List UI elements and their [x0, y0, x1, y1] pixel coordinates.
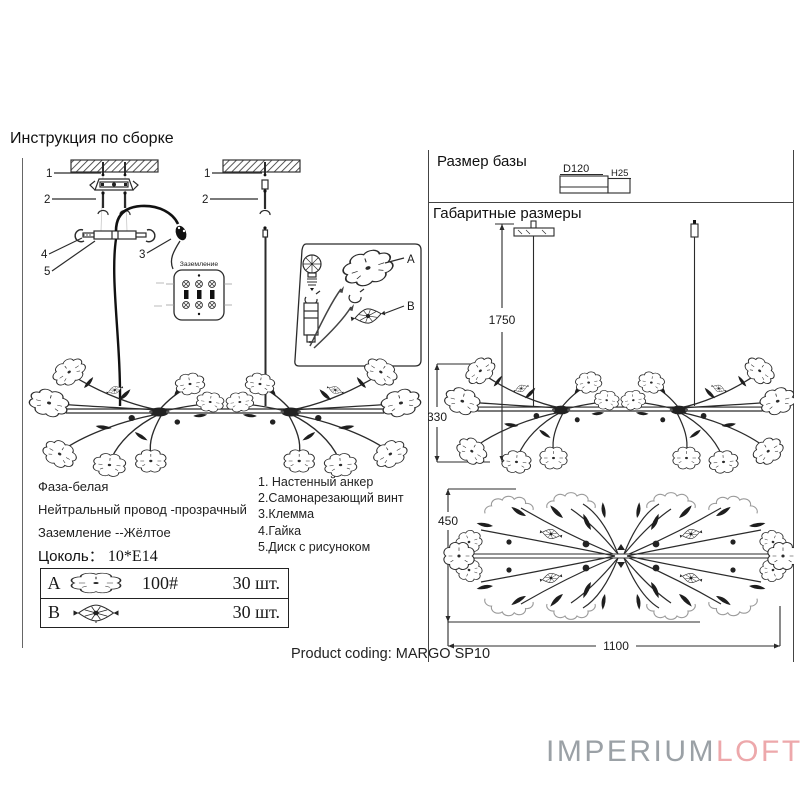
base-height-label: H25	[611, 168, 628, 179]
row-b-letter: B	[47, 602, 60, 623]
parts-item-5: 5.Диск с рисуноком	[258, 539, 371, 554]
brand-logo: IMPERIUMLOFT	[546, 735, 800, 769]
base-size-diagram: D120 H25	[559, 163, 631, 194]
terminal-block: Заземление	[154, 261, 232, 321]
table-row-a: A 100# 30 шт.	[41, 569, 288, 598]
mounting-bracket	[89, 178, 139, 191]
v2-callout-2-label: 2	[202, 194, 208, 206]
dimension-1100: 1100	[447, 606, 781, 653]
fixture-height-label: 330	[428, 410, 447, 424]
top-view-length-label: 1100	[603, 639, 629, 653]
callout-3-label: 3	[139, 249, 145, 261]
ground-label: Заземление	[180, 261, 219, 268]
left-panel-border	[22, 158, 23, 648]
components-table: A 100# 30 шт. B 30 шт.	[40, 568, 289, 628]
chandelier-side-view	[27, 354, 423, 478]
v2-callout-1-label: 1	[204, 168, 210, 180]
parts-item-2: 2.Самонарезающий винт	[258, 491, 404, 506]
parts-item-4: 4.Гайка	[258, 523, 302, 538]
crystal-ornament-icon	[67, 603, 125, 623]
socket-value: 10*E14	[107, 548, 158, 565]
table-row-b: B 30 шт.	[41, 597, 288, 628]
bulb-icon	[302, 254, 322, 291]
chandelier-top-view	[444, 493, 794, 620]
chandelier-side-view-dimensioned	[442, 353, 794, 474]
assembly-instructions-title: Инструкция по сборке	[10, 130, 174, 147]
base-size-title: Размер базы	[437, 153, 527, 170]
callout-4-label: 4	[41, 249, 48, 261]
hanging-height-label: 1750	[489, 313, 516, 327]
socket-label: Цоколь：	[38, 548, 104, 565]
supply-wire	[114, 204, 187, 270]
wiring-ground: Заземление --Жёлтое	[38, 525, 171, 540]
ceiling-hatch-1	[70, 159, 159, 173]
inset-label-b: B	[407, 301, 415, 313]
callout-5-label: 5	[44, 266, 50, 278]
row-a-qty: 30 шт.	[232, 572, 280, 593]
right-panel-divider	[428, 202, 794, 203]
suspension-wire-1	[113, 238, 122, 407]
dimensions-diagram: 1750 330 450	[428, 220, 794, 653]
flower-shade-icon	[67, 572, 125, 594]
right-panel-left-border	[428, 150, 429, 662]
shade-assembly-inset: A B	[294, 243, 422, 367]
dimension-1750: 1750	[489, 223, 516, 462]
row-b-qty: 30 шт.	[232, 602, 280, 623]
logo-imperium: IMPERIUM	[546, 735, 716, 768]
row-a-letter: A	[47, 572, 61, 593]
parts-list: 1. Настенный анкер 2.Самонарезающий винт…	[258, 474, 404, 555]
callout-2-label: 2	[44, 194, 50, 206]
logo-loft: LOFT	[716, 735, 800, 768]
socket-icon	[303, 302, 319, 343]
top-view-width-label: 450	[438, 514, 458, 528]
callout-1-label: 1	[46, 168, 52, 180]
wiring-phase: Фаза-белая	[38, 479, 109, 494]
parts-item-3: 3.Клемма	[258, 507, 315, 522]
ceiling-hatch-2	[222, 159, 301, 173]
base-diameter-label: D120	[563, 163, 589, 175]
parts-item-1: 1. Настенный анкер	[258, 475, 374, 489]
product-coding: Product coding: MARGO SP10	[291, 646, 491, 662]
row-a-spec: 100#	[142, 572, 178, 593]
overall-dimensions-title: Габаритные размеры	[433, 205, 582, 222]
socket-spec: Цоколь： 10*E14	[38, 545, 158, 566]
canopy	[513, 220, 555, 406]
wiring-neutral: Нейтральный провод -прозрачный	[38, 502, 247, 517]
inset-label-a: A	[407, 254, 415, 266]
right-panel-right-border	[793, 150, 794, 662]
dimension-450: 450	[438, 488, 700, 623]
suspension-connector-right	[690, 220, 699, 406]
assembly-diagram: 1 2	[22, 159, 426, 485]
